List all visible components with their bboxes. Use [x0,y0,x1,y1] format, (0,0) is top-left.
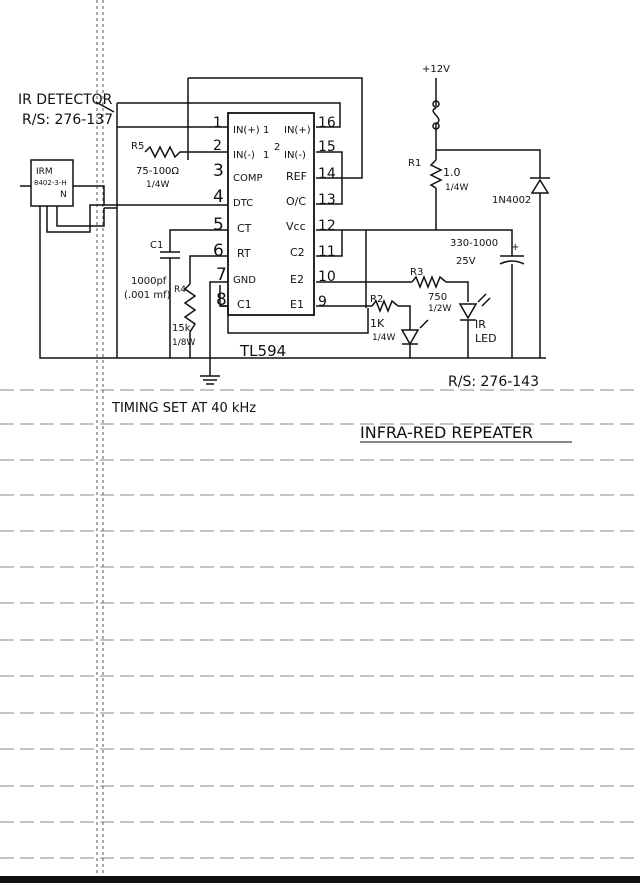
pin-1-tag: 1 [263,125,269,136]
pin-15-tag: 2 [274,142,280,153]
electrolytic-capacitor [499,255,525,265]
tl594-ic-body [227,112,315,316]
pin-13-number: 13 [318,192,336,208]
pin-15-number: 15 [318,139,336,155]
indicator-led-symbol [400,319,429,346]
ir-detector-arrow [95,101,115,113]
circuit-wires [104,77,546,385]
r2-power: 1/4W [372,333,395,343]
r2-value: 1K [370,317,385,330]
ir-detector-wires [39,185,210,359]
pin-14-label: REF [286,170,307,183]
c1-value-alt: (.001 mf) [124,290,171,301]
cap-big-value: 330-1000 [450,238,498,249]
pin-3-number: 3 [213,161,224,181]
pin-15-label: IN(-) [284,150,306,161]
pin-5-number: 5 [213,215,224,235]
r2-ref: R2 [370,294,383,305]
ir-module-part: 8402-3-H [34,179,67,187]
r2-resistor [371,298,399,314]
pin-10-number: 10 [318,269,336,285]
timing-note: TIMING SET AT 40 kHz [111,401,256,416]
ir-detector-module: IRM 8402-3-H N [20,159,74,207]
r5-resistor [144,145,188,159]
r5-ref: R5 [131,141,144,152]
r3-power: 1/2W [428,304,451,314]
supply-fuse [432,100,440,130]
r3-value: 750 [428,292,447,303]
pin-9-label: E1 [290,298,304,311]
ir-module-label: IRM [36,167,53,177]
ic-name-label: TL594 [239,342,286,360]
r1-power: 1/4W [445,183,468,193]
resistors [144,145,447,333]
pin-2-tag: 1 [263,150,269,161]
r5-power: 1/4W [146,180,169,190]
r4-ref: R4 [174,285,186,295]
ir-led-label: IR [475,318,486,331]
r4-value: 15k [172,323,191,334]
ic-left-pins: 1 IN(+) 1 2 IN(-) 1 3 COMP 4 DTC 5 CT 6 … [213,115,269,311]
pin-7-label: GND [233,275,256,286]
diode-part-label: 1N4002 [492,195,531,206]
pin-8-label: C1 [237,298,252,311]
ir-detector-heading: IR DETECTOR [18,92,113,108]
pin-10-label: E2 [290,273,304,286]
pin-5-label: CT [237,222,252,235]
pin-1-number: 1 [213,115,222,131]
r4-resistor [183,283,197,333]
margin-lines [96,0,104,883]
r5-value: 75-100Ω [136,166,179,177]
pin-16-number: 16 [318,115,336,131]
pin-2-label: IN(-) [233,150,255,161]
pin-12-label: Vcc [286,220,306,233]
supply-voltage-label: +12V [422,64,450,75]
cap-big-voltage: 25V [456,256,476,267]
ir-led-symbol [458,293,491,321]
bottom-part-number: R/S: 276-143 [448,374,539,390]
pin-8-number: 8 [216,290,227,310]
pin-4-number: 4 [213,187,224,207]
pin-9-number: 9 [318,294,327,310]
pin-1-label: IN(+) [233,125,260,136]
r3-ref: R3 [410,267,423,278]
pin-16-label: IN(+) [284,125,311,136]
pin-7-number: 7 [216,265,227,285]
pin-12-number: 12 [318,218,336,234]
ir-led-label-2: LED [475,332,497,345]
c1-ref: C1 [150,240,163,251]
pin-13-label: O/C [286,195,306,208]
ir-detector-part-number: R/S: 276-137 [22,112,113,128]
r1-ref: R1 [408,158,421,169]
pin-2-number: 2 [213,138,222,154]
diode-symbol [530,177,550,194]
ir-module-pin: N [60,190,67,200]
schematic-title: INFRA-RED REPEATER [360,423,533,442]
pin-3-label: COMP [233,173,263,184]
r1-resistor [429,159,443,189]
pin-6-number: 6 [213,241,224,261]
r4-power: 1/8W [172,338,195,348]
pin-11-number: 11 [318,244,336,260]
ruled-lines [0,389,640,859]
r1-value: 1.0 [443,166,461,179]
c1-value: 1000pf [131,276,167,287]
pin-11-label: C2 [290,246,305,259]
pin-4-label: DTC [233,198,253,209]
cap-big-polarity: + [511,242,519,253]
pin-6-label: RT [237,247,251,260]
r3-resistor [411,274,447,290]
page-bottom-edge [0,876,640,883]
pin-14-number: 14 [318,166,336,182]
